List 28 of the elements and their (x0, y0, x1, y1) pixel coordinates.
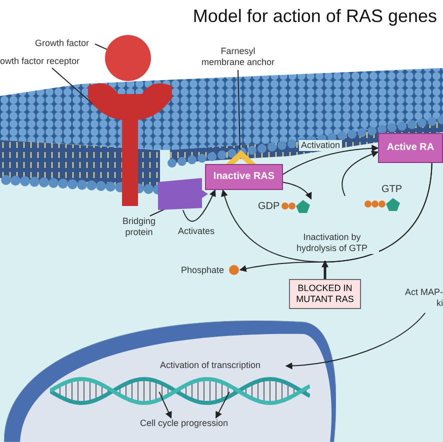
leader-line (238, 70, 240, 150)
part-label: Bridging protein (118, 216, 160, 240)
protein-box: Inactive RAS (205, 164, 283, 190)
part-label: Act MAP-ki (404, 287, 443, 313)
diagram-title: Model for action of RAS genes (192, 6, 437, 27)
note-box: BLOCKED IN MUTANT RAS (289, 279, 361, 309)
protein-box: Active RA (378, 133, 443, 163)
arrow (239, 162, 432, 272)
molecule-label: GTP (381, 184, 402, 195)
arrow (158, 391, 172, 419)
molecule-label: GDP (258, 200, 280, 212)
leader-line (94, 44, 108, 50)
edge-label: Activation (299, 140, 342, 151)
part-label: Growth factor (35, 38, 95, 50)
arrow (215, 391, 230, 419)
arrow (285, 312, 426, 370)
part-label: owth factor receptor (0, 56, 80, 68)
arrow (182, 189, 216, 222)
edge-label: Activates (176, 226, 217, 237)
process-label: Activation of transcription (160, 360, 286, 372)
part-label: Farnesyl membrane anchor (198, 46, 278, 70)
leader-line (149, 208, 166, 216)
arrow (282, 182, 312, 200)
arrow (282, 144, 379, 175)
arrow (322, 260, 328, 279)
arrow (342, 150, 379, 196)
process-label: Cell cycle progression (140, 418, 244, 430)
molecule-label: Phosphate (180, 264, 224, 276)
